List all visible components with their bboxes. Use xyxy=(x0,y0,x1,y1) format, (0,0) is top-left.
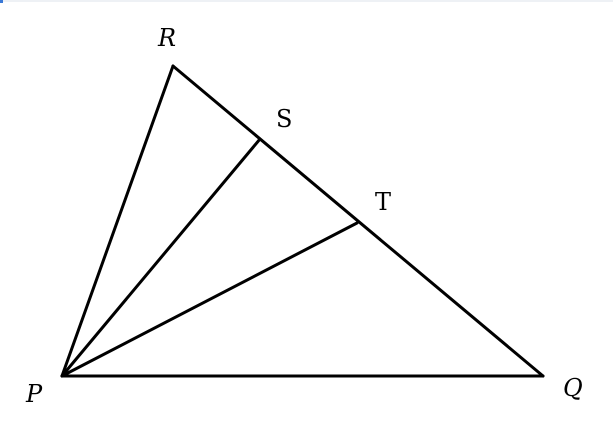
segment-PR xyxy=(60,64,175,378)
label-S: S xyxy=(276,105,292,133)
segment-PS xyxy=(60,137,262,378)
label-P: P xyxy=(25,380,43,408)
corner-marker xyxy=(0,0,3,3)
label-R: R xyxy=(157,24,176,52)
label-T: T xyxy=(375,188,391,216)
top-rule xyxy=(0,0,613,2)
label-Q: Q xyxy=(563,374,583,402)
segment-PT xyxy=(60,221,359,378)
segment-RQ xyxy=(171,64,545,378)
